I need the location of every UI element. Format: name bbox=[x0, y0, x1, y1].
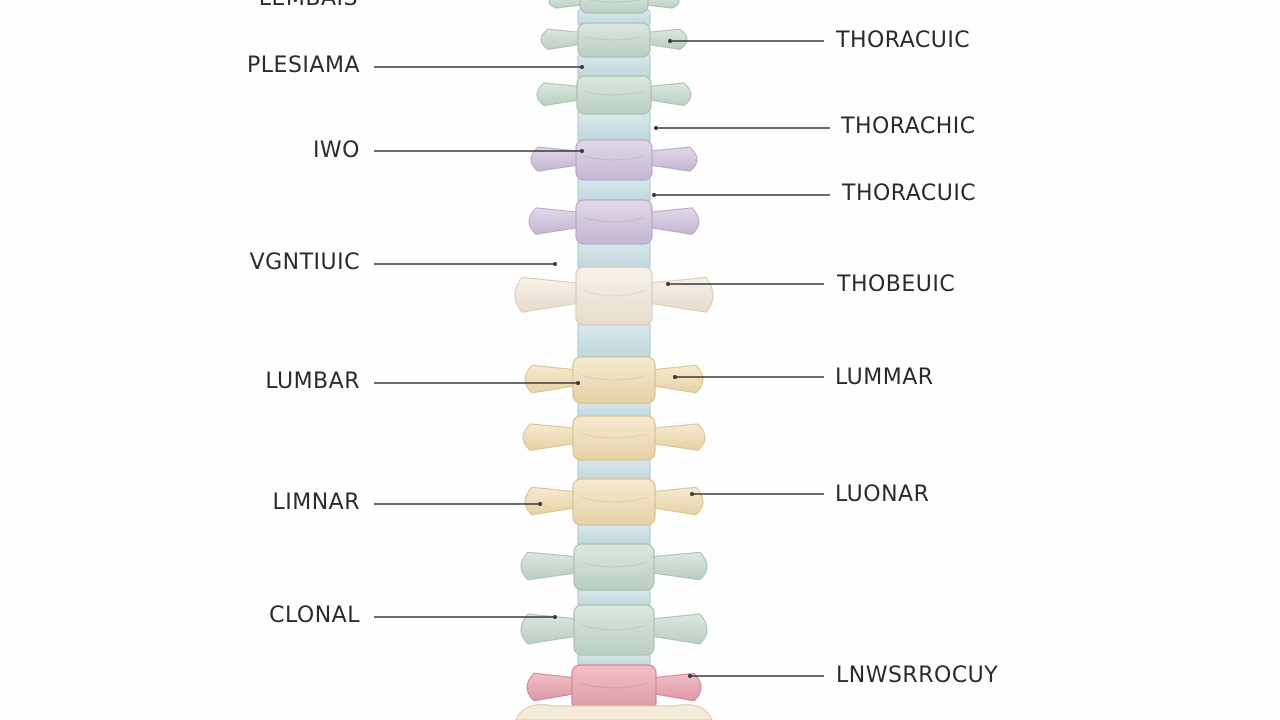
leader-dot bbox=[666, 282, 670, 286]
sacrum bbox=[515, 704, 713, 720]
disc bbox=[577, 109, 651, 145]
left-label-4: LUMBAR bbox=[265, 369, 360, 394]
vertebra bbox=[526, 664, 702, 712]
leader-dot bbox=[654, 126, 658, 130]
vertebra bbox=[536, 75, 692, 115]
vertebra bbox=[540, 22, 688, 58]
vertebrae bbox=[514, 0, 714, 720]
vertebra bbox=[524, 478, 704, 526]
leader-dot bbox=[673, 375, 677, 379]
leader-dot bbox=[576, 381, 580, 385]
vertebra bbox=[524, 356, 704, 404]
vertebra bbox=[514, 266, 714, 326]
leader-dot bbox=[553, 262, 557, 266]
left-label-3: VGNTIUIC bbox=[249, 250, 360, 275]
right-label-2: THORACHIC bbox=[841, 114, 976, 139]
vertebra bbox=[522, 415, 706, 461]
vertebra bbox=[548, 0, 680, 14]
left-label-6: CLONAL bbox=[269, 603, 360, 628]
left-label-2: IWO bbox=[312, 138, 360, 163]
right-label-6: LUONAR bbox=[835, 482, 930, 507]
right-label-7: LNWSRROCUY bbox=[836, 663, 999, 688]
leader-dot bbox=[580, 149, 584, 153]
right-label-4: THOBEUIC bbox=[837, 272, 956, 297]
leader-dot bbox=[668, 39, 672, 43]
right-label-5: LUMMAR bbox=[835, 365, 934, 390]
leader-lines bbox=[374, 39, 830, 678]
vertebra bbox=[520, 604, 708, 656]
disc bbox=[577, 320, 651, 362]
leader-dot bbox=[553, 615, 557, 619]
leader-dot bbox=[580, 65, 584, 69]
left-label-5: LIMNAR bbox=[272, 490, 360, 515]
vertebra bbox=[530, 139, 698, 181]
leader-dot bbox=[690, 492, 694, 496]
right-label-3: THORACUIC bbox=[842, 181, 977, 206]
leader-dot bbox=[652, 193, 656, 197]
leader-dot bbox=[688, 674, 692, 678]
right-label-1: THORACUIC bbox=[836, 28, 971, 53]
vertebra bbox=[520, 543, 708, 591]
disc bbox=[577, 239, 651, 272]
vertebra bbox=[528, 199, 700, 245]
top-cutoff-label: LEMBAIS bbox=[158, 0, 358, 12]
left-label-1: PLESIAMA bbox=[247, 53, 360, 78]
leader-dot bbox=[538, 502, 542, 506]
